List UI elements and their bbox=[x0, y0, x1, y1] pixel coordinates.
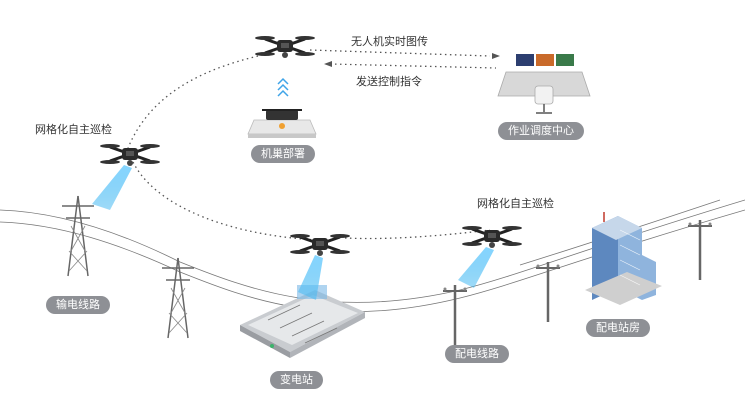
utility-pole-icon bbox=[534, 260, 562, 324]
transmission-line-label: 输电线路 bbox=[46, 296, 110, 314]
utility-pole-icon bbox=[686, 218, 714, 282]
drone-nest-icon bbox=[247, 109, 317, 138]
substation-icon bbox=[240, 285, 365, 358]
distribution-room-label: 配电站房 bbox=[586, 319, 650, 337]
dispatch-center-label: 作业调度中心 bbox=[498, 122, 584, 140]
substation-label: 变电站 bbox=[270, 371, 323, 389]
inspection-route bbox=[127, 49, 497, 241]
distribution-line-label: 配电线路 bbox=[445, 345, 509, 363]
transmission-tower-icon bbox=[61, 195, 95, 277]
drone-icon bbox=[98, 142, 162, 168]
utility-pole-icon bbox=[441, 283, 469, 347]
nest-deploy-label: 机巢部署 bbox=[251, 145, 315, 163]
grid-patrol-right-label: 网格化自主巡检 bbox=[477, 197, 554, 210]
drone-icon bbox=[460, 224, 524, 250]
arrow-right-icon bbox=[492, 53, 500, 59]
drone-icon bbox=[288, 232, 352, 258]
inspection-beam bbox=[298, 255, 323, 300]
arrow-left-icon bbox=[324, 61, 332, 67]
control-desk-icon bbox=[497, 54, 591, 114]
realtime-transfer-label: 无人机实时图传 bbox=[351, 35, 428, 48]
transmission-tower-icon bbox=[161, 257, 195, 339]
inspection-beam bbox=[458, 247, 494, 288]
drone-icon bbox=[253, 34, 317, 60]
building-icon bbox=[585, 212, 662, 305]
send-control-label: 发送控制指令 bbox=[356, 75, 422, 88]
grid-patrol-left-label: 网格化自主巡检 bbox=[35, 123, 112, 136]
chevron-up-icon bbox=[277, 77, 289, 97]
inspection-beam bbox=[92, 165, 132, 210]
